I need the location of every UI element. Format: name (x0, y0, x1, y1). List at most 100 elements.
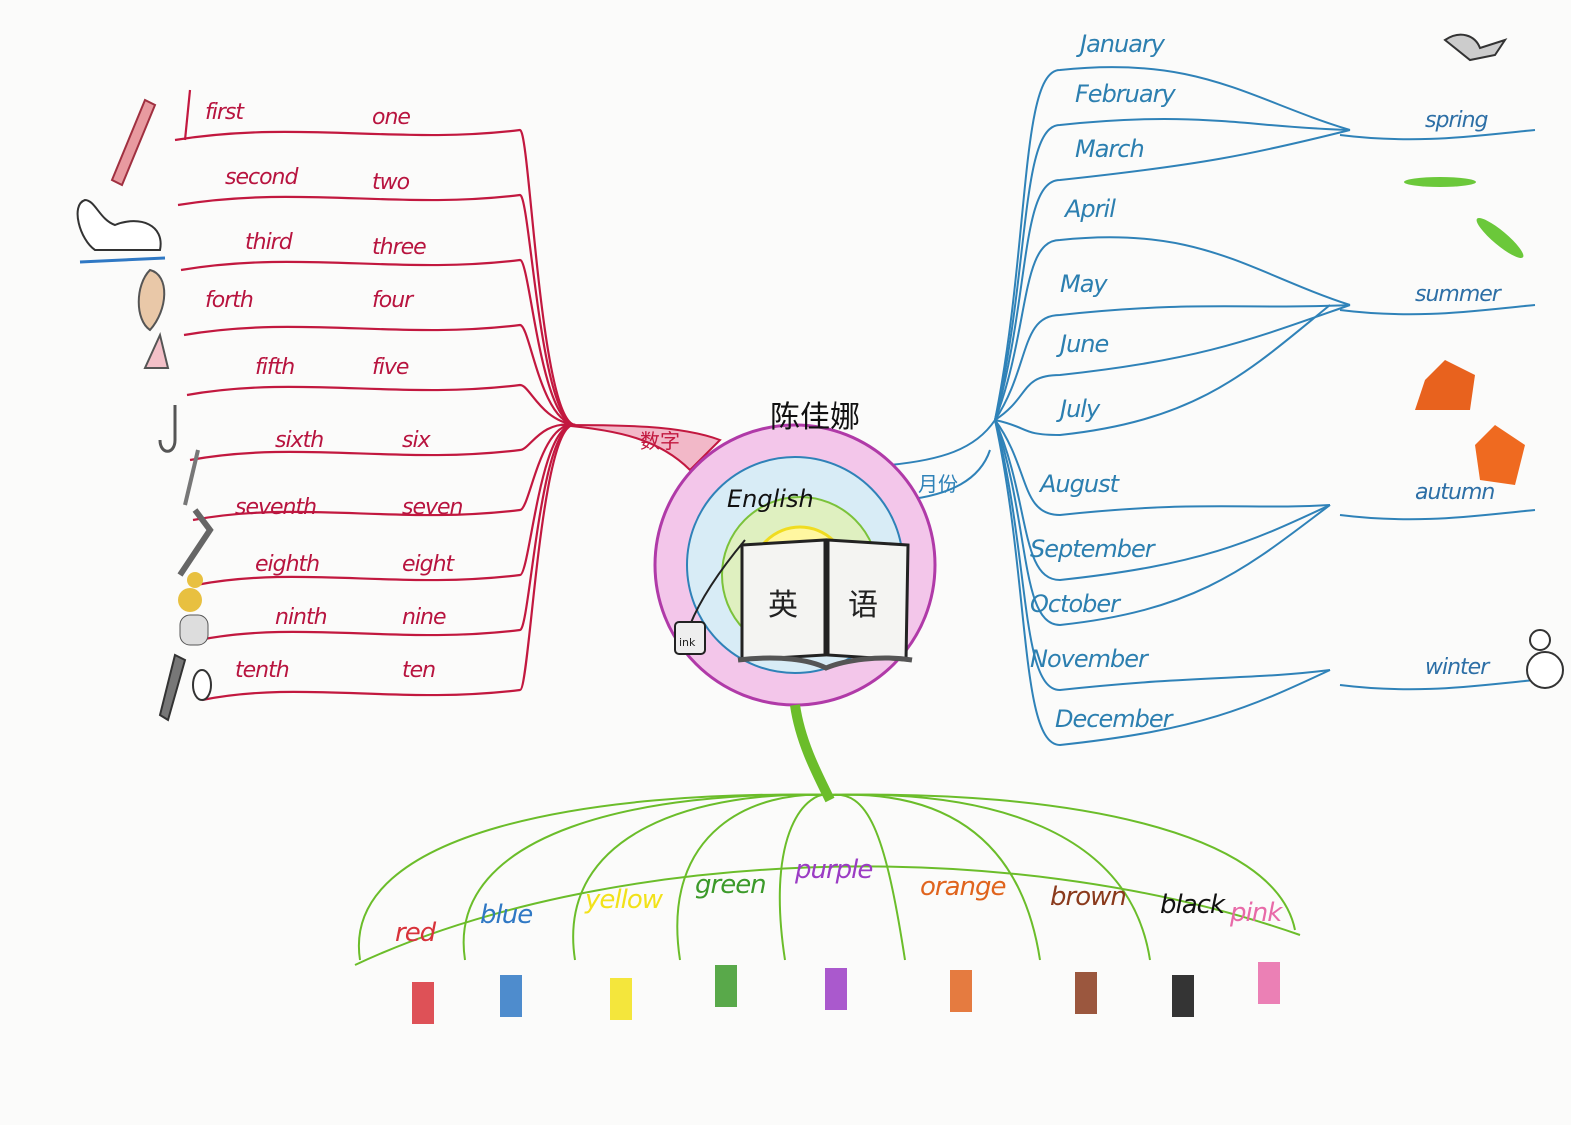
color-line (676, 793, 831, 961)
color-word: purple (795, 855, 873, 885)
colors-stem (790, 704, 835, 803)
bird-icon (1443, 33, 1508, 62)
color-line (462, 793, 831, 961)
month-line (994, 129, 1351, 421)
color-word: red (395, 918, 436, 948)
season-word: summer (1415, 282, 1501, 307)
color-word: blue (480, 900, 533, 930)
number-line (174, 128, 576, 427)
ordinal-word: fifth (255, 355, 295, 380)
month-line (994, 304, 1351, 421)
number-line (198, 423, 576, 642)
hook-icon (158, 405, 177, 453)
month-word: June (1060, 330, 1109, 358)
ordinal-word: third (245, 230, 293, 255)
maple-leaf-icon (1415, 360, 1525, 485)
month-word: October (1030, 590, 1120, 618)
ordinal-word: first (205, 100, 244, 125)
ordinal-word: second (225, 165, 298, 190)
cardinal-word: six (402, 428, 431, 453)
color-word: green (695, 870, 767, 900)
month-line (994, 304, 1351, 421)
cardinal-word: three (372, 235, 427, 260)
month-line (994, 419, 1331, 627)
number-line (183, 89, 192, 141)
cardinal-word: eight (402, 552, 454, 577)
number-line (195, 423, 576, 587)
season-line (1339, 509, 1536, 521)
snowman-icon (1526, 629, 1564, 689)
color-line (357, 793, 831, 961)
color-word: black (1160, 890, 1225, 920)
color-word: brown (1050, 882, 1127, 912)
month-line (994, 118, 1351, 421)
month-word: September (1030, 535, 1155, 563)
numbers-branch-label: 数字 (640, 429, 680, 453)
cardinal-word: two (372, 170, 410, 195)
center-subject: English (727, 485, 814, 513)
cardinal-word: five (372, 355, 409, 380)
color-word: yellow (585, 885, 663, 915)
number-line (192, 423, 576, 522)
book-right-char: 语 (848, 588, 878, 623)
book-left-char: 英 (768, 588, 798, 623)
triangle-icon (143, 331, 170, 369)
color-swatch-orange (950, 970, 972, 1012)
ink-label: ink (679, 636, 696, 649)
cardinal-word: one (372, 105, 411, 130)
ordinal-word: forth (205, 288, 254, 313)
color-swatch-red (412, 982, 434, 1024)
season-line (1339, 304, 1536, 316)
month-line (994, 236, 1351, 421)
ink-bottle-icon (674, 539, 746, 655)
color-word: orange (920, 872, 1007, 902)
color-swatch-green (715, 965, 737, 1007)
month-word: February (1075, 80, 1176, 108)
ordinal-word: ninth (275, 605, 328, 630)
month-word: March (1075, 135, 1145, 163)
color-line (572, 793, 831, 961)
number-line (201, 423, 576, 702)
gourd-icon (178, 572, 203, 612)
color-line (829, 793, 1296, 931)
color-swatch-pink (1258, 962, 1280, 1004)
number-line (189, 423, 576, 462)
color-swatch-yellow (610, 978, 632, 1020)
pencil-icon (110, 98, 157, 187)
flag-icon (179, 614, 209, 646)
month-word: November (1030, 645, 1148, 673)
color-word: pink (1230, 898, 1282, 928)
color-arc (354, 865, 1301, 966)
month-line (994, 419, 1331, 692)
month-line (994, 304, 1331, 437)
number-line (180, 258, 576, 427)
month-line (994, 419, 1331, 517)
author-name: 陈佳娜 (770, 400, 860, 435)
month-line (994, 419, 1331, 582)
season-line (1339, 679, 1536, 691)
month-word: December (1055, 705, 1172, 733)
leaf-icon (1404, 177, 1524, 259)
ordinal-word: sixth (275, 428, 324, 453)
swan-icon (76, 198, 166, 264)
month-line (994, 66, 1351, 421)
number-line (186, 383, 576, 427)
cardinal-word: four (372, 288, 413, 313)
month-word: April (1065, 195, 1116, 223)
ear-icon (137, 268, 166, 332)
season-word: spring (1425, 108, 1488, 133)
color-line (778, 793, 831, 961)
month-word: May (1060, 270, 1108, 298)
color-swatch-black (1172, 975, 1194, 1017)
stick-icon (183, 449, 200, 506)
cardinal-word: nine (402, 605, 447, 630)
ordinal-word: tenth (235, 658, 290, 683)
book-icon (737, 538, 913, 671)
boomerang-icon (177, 508, 214, 577)
month-line (994, 419, 1331, 747)
season-word: autumn (1415, 480, 1495, 505)
cardinal-word: ten (402, 658, 436, 683)
color-swatch-purple (825, 968, 847, 1010)
month-word: January (1080, 30, 1165, 58)
